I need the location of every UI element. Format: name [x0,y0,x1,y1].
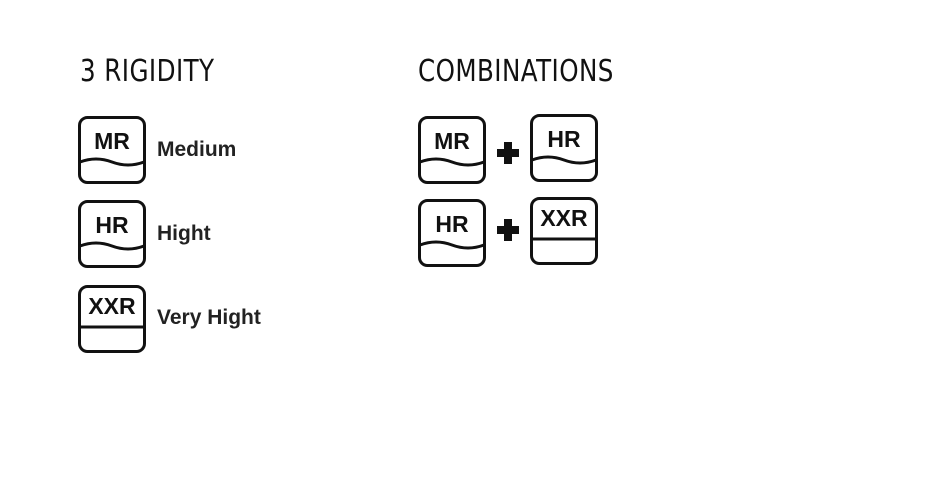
badge-code: XXR [88,293,136,319]
rigidity-label-very-hight: Very Hight [157,306,261,329]
badge-code: XXR [540,205,588,231]
wave-badge-icon [418,116,486,184]
badge-code: MR [94,128,130,154]
rigidity-heading: 3 RIGIDITY [80,54,215,89]
flat-badge-icon [530,197,598,265]
badge-xxr: XXR [78,285,146,353]
rigidity-label-hight: Hight [157,222,211,245]
wave-badge-icon [78,116,146,184]
plus-icon [497,219,519,241]
combo-2-second-badge: XXR [530,197,598,265]
badge-code: HR [547,126,581,152]
rigidity-label-medium: Medium [157,138,237,161]
badge-code: MR [434,128,470,154]
flat-badge-icon [78,285,146,353]
wave-badge-icon [530,114,598,182]
wave-badge-icon [418,199,486,267]
plus-icon [497,142,519,164]
badge-code: HR [95,212,129,238]
combinations-heading: COMBINATIONS [418,54,614,89]
badge-code: HR [435,211,469,237]
badge-mr: MR [78,116,146,184]
combo-1-first-badge: MR [418,116,486,184]
wave-badge-icon [78,200,146,268]
combo-1-second-badge: HR [530,114,598,182]
combo-2-first-badge: HR [418,199,486,267]
badge-hr: HR [78,200,146,268]
